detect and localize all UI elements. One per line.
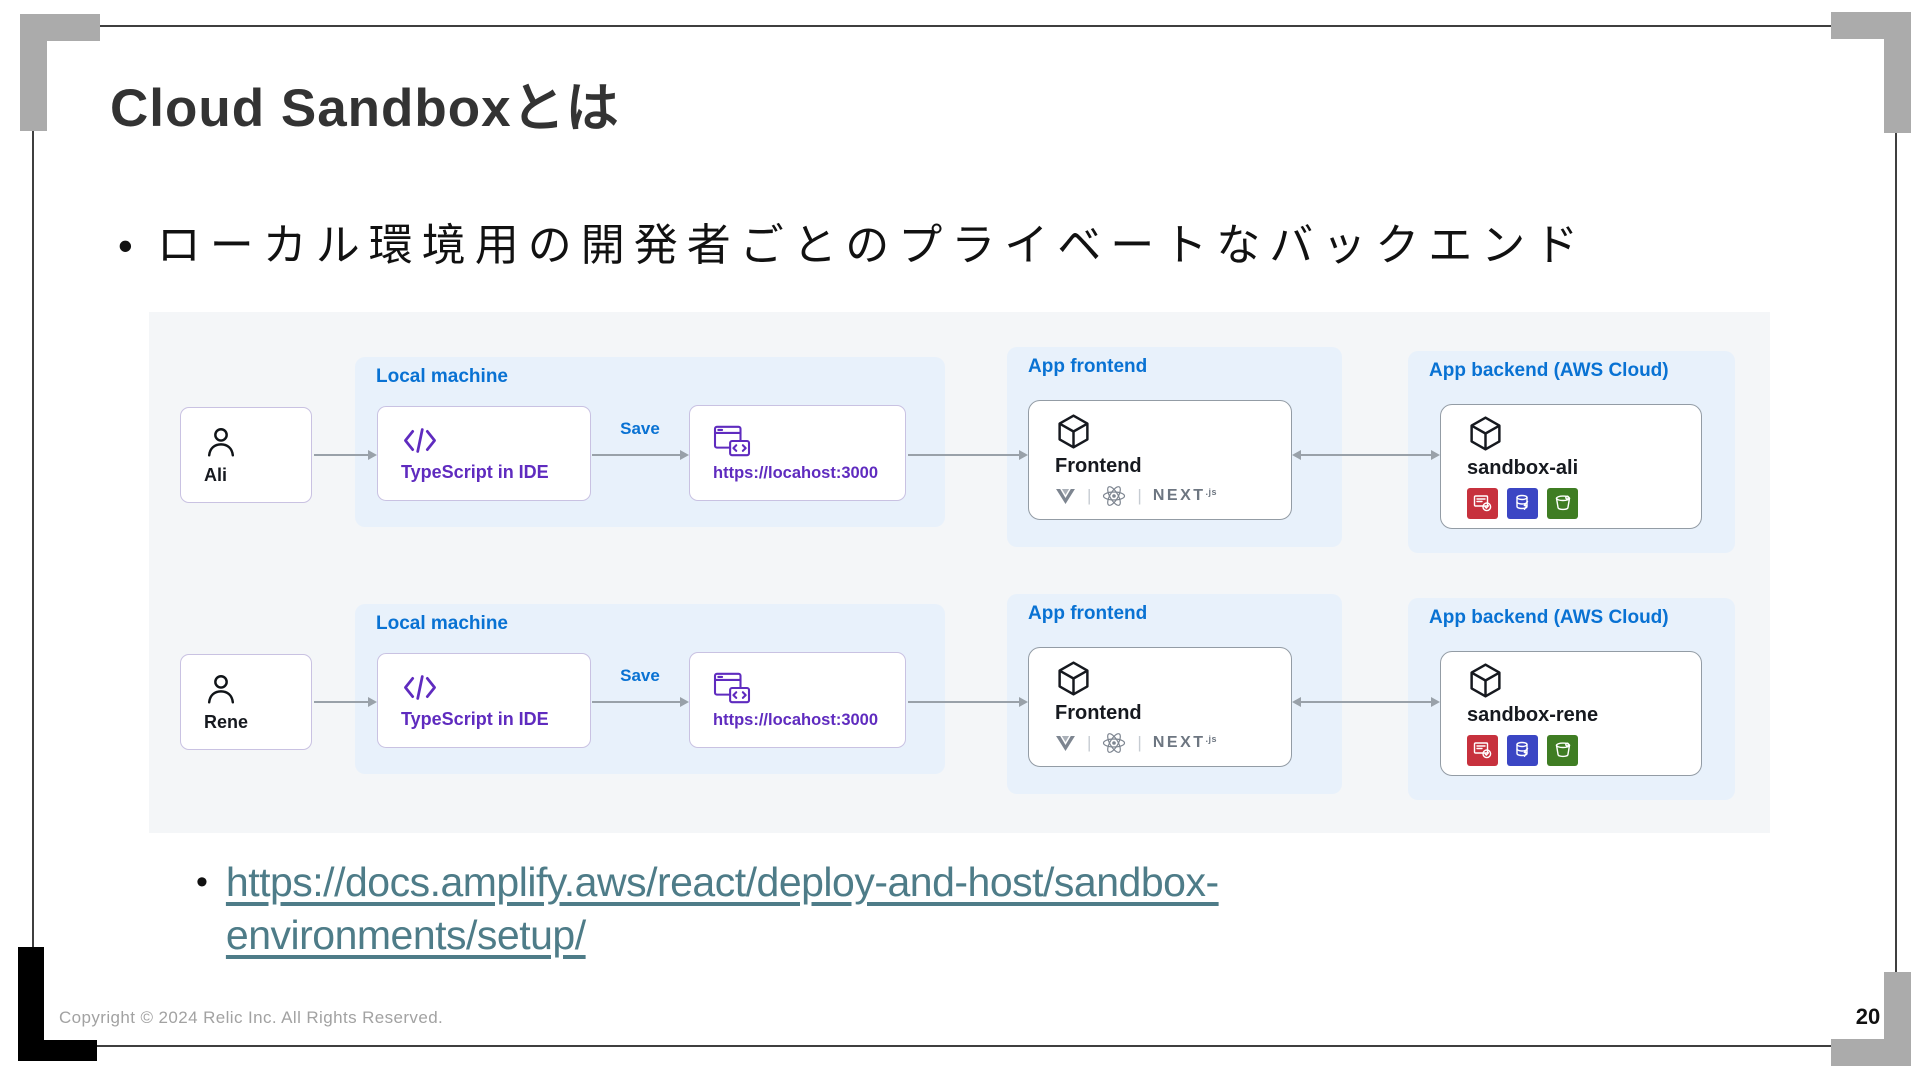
- main-bullet: • ローカル環境用の開発者ごとのプライベートなバックエンド: [118, 218, 1587, 274]
- arrow-url-to-frontend: [908, 697, 1028, 707]
- backend-node: sandbox-ali: [1440, 404, 1702, 529]
- storage-s3-icon: [1547, 487, 1578, 519]
- save-label: Save: [620, 666, 660, 685]
- bullet-marker: •: [118, 222, 133, 269]
- aws-service-icons: [1467, 487, 1701, 519]
- docs-link-line1: https://docs.amplify.aws/react/deploy-an…: [225, 859, 1219, 905]
- link-bullet: • https://docs.amplify.aws/react/deploy-…: [196, 856, 1219, 962]
- frontend-node: Frontend | | NEXT.js: [1028, 400, 1292, 520]
- nextjs-logo: NEXT.js: [1152, 734, 1218, 751]
- aws-service-icons: [1467, 734, 1701, 766]
- frontend-label: Frontend: [1055, 455, 1142, 477]
- page-title: Cloud Sandboxとは: [110, 79, 620, 138]
- localhost-url: https://locahost:3000: [713, 463, 879, 482]
- framework-logos: | | NEXT.js: [1055, 485, 1291, 507]
- ide-node: TypeScript in IDE: [377, 653, 591, 748]
- react-icon: [1103, 733, 1126, 753]
- nextjs-logo: NEXT.js: [1152, 487, 1218, 504]
- cube-icon: [1470, 415, 1501, 451]
- corner-bracket-top-right: [1884, 12, 1911, 133]
- code-icon: [404, 674, 436, 700]
- user-node: Rene: [180, 654, 312, 750]
- logo-separator: |: [1087, 733, 1092, 752]
- arrow-user-to-ide: [314, 697, 377, 707]
- bullet-marker: •: [196, 863, 208, 901]
- person-icon: [207, 427, 235, 456]
- logo-separator: |: [1087, 486, 1092, 505]
- react-icon: [1103, 486, 1126, 506]
- cube-icon: [1058, 414, 1089, 449]
- browser-code-icon: [713, 672, 751, 703]
- person-icon: [207, 674, 235, 703]
- code-icon: [404, 427, 436, 453]
- localhost-node: https://locahost:3000: [689, 405, 906, 501]
- arrow-url-to-frontend: [908, 450, 1028, 460]
- page-number: 20: [1855, 1004, 1881, 1029]
- corner-bracket-top-left: [20, 14, 100, 41]
- backend-node: sandbox-rene: [1440, 651, 1702, 776]
- user-node: Ali: [180, 407, 312, 503]
- arrow-save: [592, 450, 689, 460]
- slide-border: [32, 25, 1897, 1047]
- corner-bracket-bottom-right: [1831, 1039, 1911, 1066]
- cube-icon: [1058, 661, 1089, 696]
- app-frontend-label: App frontend: [1028, 603, 1148, 624]
- localhost-node: https://locahost:3000: [689, 652, 906, 748]
- localhost-url: https://locahost:3000: [713, 710, 879, 729]
- frontend-node: Frontend | | NEXT.js: [1028, 647, 1292, 767]
- data-appsync-icon: [1507, 734, 1538, 766]
- save-label: Save: [620, 419, 660, 438]
- local-machine-label: Local machine: [376, 366, 508, 387]
- sandbox-name: sandbox-rene: [1467, 703, 1599, 726]
- arrow-frontend-backend: [1292, 697, 1440, 707]
- architecture-diagram: Local machine App frontend App backend (…: [149, 312, 1770, 833]
- arrow-save: [592, 697, 689, 707]
- app-backend-label: App backend (AWS Cloud): [1429, 607, 1669, 628]
- local-machine-label: Local machine: [376, 613, 508, 634]
- vue-icon: [1056, 735, 1075, 751]
- frontend-label: Frontend: [1055, 702, 1142, 724]
- arrow-user-to-ide: [314, 450, 377, 460]
- docs-link-line2: environments/setup/: [225, 912, 586, 958]
- logo-separator: |: [1137, 486, 1142, 505]
- framework-logos: | | NEXT.js: [1055, 732, 1291, 754]
- auth-cognito-icon: [1467, 734, 1498, 766]
- ide-node: TypeScript in IDE: [377, 406, 591, 501]
- sandbox-name: sandbox-ali: [1467, 456, 1579, 479]
- vue-icon: [1056, 488, 1075, 504]
- arrow-frontend-backend: [1292, 450, 1440, 460]
- docs-link[interactable]: https://docs.amplify.aws/react/deploy-an…: [226, 856, 1219, 962]
- copyright-text: Copyright © 2024 Relic Inc. All Rights R…: [59, 1008, 444, 1027]
- app-frontend-label: App frontend: [1028, 356, 1148, 377]
- user-name: Rene: [204, 711, 249, 732]
- app-backend-label: App backend (AWS Cloud): [1429, 360, 1669, 381]
- storage-s3-icon: [1547, 734, 1578, 766]
- browser-code-icon: [713, 425, 751, 456]
- ide-label: TypeScript in IDE: [401, 461, 549, 482]
- auth-cognito-icon: [1467, 487, 1498, 519]
- data-appsync-icon: [1507, 487, 1538, 519]
- cube-icon: [1470, 662, 1501, 698]
- user-name: Ali: [204, 464, 228, 485]
- ide-label: TypeScript in IDE: [401, 708, 549, 729]
- corner-bracket-bottom-left: [18, 1040, 97, 1061]
- logo-separator: |: [1137, 733, 1142, 752]
- bullet-text: ローカル環境用の開発者ごとのプライベートなバックエンド: [156, 221, 1588, 270]
